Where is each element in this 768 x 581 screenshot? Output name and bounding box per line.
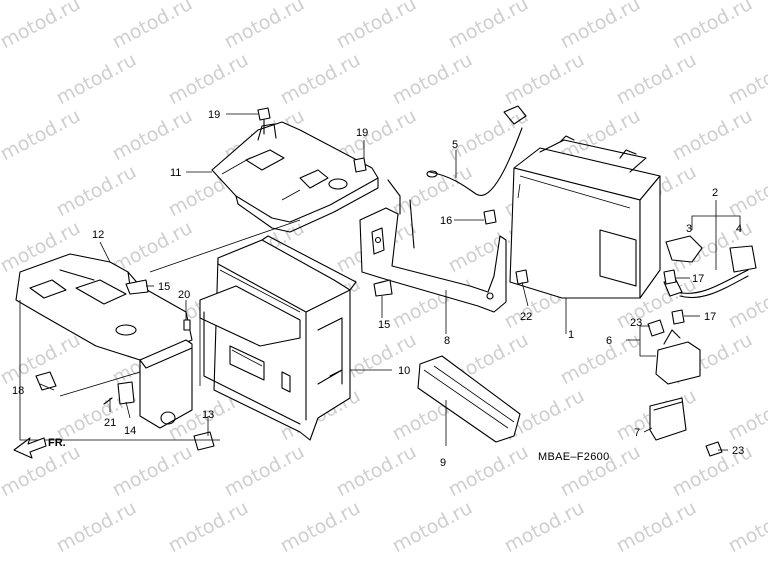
callout-19b: 19 xyxy=(356,127,368,139)
watermark-text: motod.ru xyxy=(613,497,700,557)
callout-15a: 15 xyxy=(158,281,170,293)
watermark-text: motod.ru xyxy=(333,0,420,53)
watermark-text: motod.ru xyxy=(725,273,768,333)
watermark-text: motod.ru xyxy=(557,0,644,53)
watermark-text: motod.ru xyxy=(389,497,476,557)
watermark-text: motod.ru xyxy=(221,0,308,53)
watermark-text: motod.ru xyxy=(277,497,364,557)
watermark-text: motod.ru xyxy=(277,49,364,109)
watermark-text: motod.ru xyxy=(109,105,196,165)
part-tray xyxy=(15,253,193,361)
watermark-text: motod.ru xyxy=(725,49,768,109)
watermark-text: motod.ru xyxy=(445,441,532,501)
watermark-text: motod.ru xyxy=(669,0,756,53)
callout-11: 11 xyxy=(170,167,181,179)
callout-17a: 17 xyxy=(692,273,704,285)
watermark-text: motod.ru xyxy=(53,49,140,109)
watermark-text: motod.ru xyxy=(389,49,476,109)
watermark-text: motod.ru xyxy=(557,441,644,501)
watermark-text: motod.ru xyxy=(109,441,196,501)
callout-20: 20 xyxy=(178,289,190,301)
watermark-text: motod.ru xyxy=(501,497,588,557)
watermark-text: motod.ru xyxy=(0,441,84,501)
watermark-text: motod.ru xyxy=(0,0,84,53)
callout-14: 14 xyxy=(124,425,136,437)
part-battery-cover xyxy=(211,121,379,233)
diagram-code: MBAE–F2600 xyxy=(538,451,609,463)
callout-3: 3 xyxy=(686,223,692,235)
watermark-text: motod.ru xyxy=(725,497,768,557)
watermark-text: motod.ru xyxy=(445,0,532,53)
front-arrow-icon xyxy=(13,437,47,459)
watermark-text: motod.ru xyxy=(221,441,308,501)
callout-6: 6 xyxy=(606,335,612,347)
callout-labels: 1 2 3 4 5 6 7 8 9 10 11 12 13 14 15 15 1… xyxy=(12,109,744,469)
part-battery-box xyxy=(199,235,357,441)
watermark-text: motod.ru xyxy=(109,0,196,53)
callout-22: 22 xyxy=(520,311,532,323)
watermark-text: motod.ru xyxy=(725,161,768,221)
callout-10: 10 xyxy=(398,365,410,377)
callout-16: 16 xyxy=(440,215,452,227)
callout-23a: 23 xyxy=(630,317,642,329)
part-battery xyxy=(509,135,661,299)
part-lower-case xyxy=(139,339,193,429)
part-battery-pad xyxy=(417,355,521,443)
leader-lines xyxy=(19,113,741,451)
watermark-text: motod.ru xyxy=(613,49,700,109)
callout-7: 7 xyxy=(634,427,640,439)
watermark-text: motod.ru xyxy=(389,161,476,221)
part-fasteners xyxy=(35,107,723,457)
callout-2: 2 xyxy=(712,187,718,199)
callout-21: 21 xyxy=(104,417,116,429)
callout-9: 9 xyxy=(440,457,446,469)
watermark-text: motod.ru xyxy=(501,49,588,109)
part-bracket xyxy=(359,179,507,313)
watermark-text: motod.ru xyxy=(53,161,140,221)
callout-4: 4 xyxy=(736,223,742,235)
watermark-text: motod.ru xyxy=(0,105,84,165)
watermark-text: motod.ru xyxy=(669,105,756,165)
watermark-text: motod.ru xyxy=(725,385,768,445)
part-relay xyxy=(649,329,701,441)
front-label: FR. xyxy=(48,437,66,449)
callout-1: 1 xyxy=(568,329,574,341)
part-cable xyxy=(426,105,527,196)
callout-23b: 23 xyxy=(732,445,744,457)
watermark-text: motod.ru xyxy=(165,49,252,109)
watermark-text: motod.ru xyxy=(333,441,420,501)
watermark-text: motod.ru xyxy=(53,497,140,557)
part-terminal-caps xyxy=(665,235,757,273)
callout-18: 18 xyxy=(12,385,24,397)
callout-12: 12 xyxy=(92,229,104,241)
callout-5: 5 xyxy=(452,139,458,151)
callout-15b: 15 xyxy=(378,319,390,331)
callout-19a: 19 xyxy=(208,109,220,121)
callout-13: 13 xyxy=(202,409,214,421)
callout-8: 8 xyxy=(444,335,450,347)
callout-17b: 17 xyxy=(704,311,716,323)
watermark-text: motod.ru xyxy=(165,497,252,557)
